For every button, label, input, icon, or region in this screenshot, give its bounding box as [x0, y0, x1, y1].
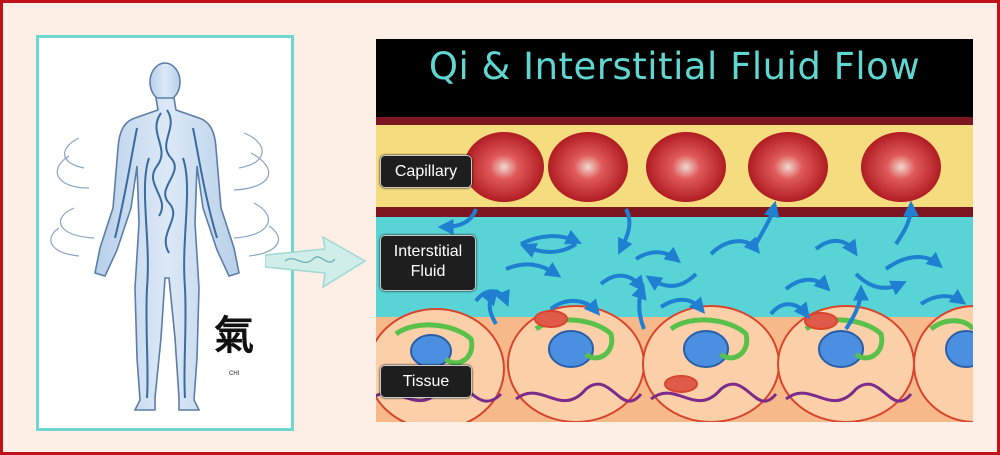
- body-illustration-panel: 氣 CHI: [36, 35, 294, 431]
- capillary-wall-top: [376, 117, 973, 125]
- red-blood-cell: [646, 132, 726, 202]
- qi-swirl-lines: [50, 132, 280, 257]
- chi-caption: CHI: [229, 371, 240, 377]
- red-blood-cell: [748, 132, 828, 202]
- capillary-wall-bottom: [376, 207, 973, 217]
- tissue-cell: [777, 305, 915, 422]
- interstitial-label-line1: Interstitial: [393, 243, 463, 260]
- red-blood-cells: [464, 132, 941, 202]
- diagram-panel: Qi & Interstitial Fluid Flow Capillary I…: [376, 39, 973, 422]
- diagram-title: Qi & Interstitial Fluid Flow: [428, 45, 921, 88]
- capillary-label: Capillary: [380, 155, 472, 188]
- connector-arrow: [265, 235, 367, 289]
- chi-character: 氣: [214, 312, 254, 359]
- flow-arrows: [437, 200, 967, 331]
- tissue-cells: [376, 305, 973, 422]
- human-figure-illustration: [50, 62, 280, 411]
- interstitial-label-line2: Fluid: [410, 263, 446, 280]
- tissue-cell: [642, 305, 780, 422]
- red-blood-cell: [548, 132, 628, 202]
- red-blood-cell: [861, 132, 941, 202]
- tissue-label: Tissue: [380, 365, 472, 398]
- tissue-cell: [913, 305, 973, 422]
- energy-channels: [114, 109, 218, 399]
- tissue-cell: [507, 305, 645, 422]
- red-blood-cell: [464, 132, 544, 202]
- interstitial-fluid-label: Interstitial Fluid: [380, 235, 476, 291]
